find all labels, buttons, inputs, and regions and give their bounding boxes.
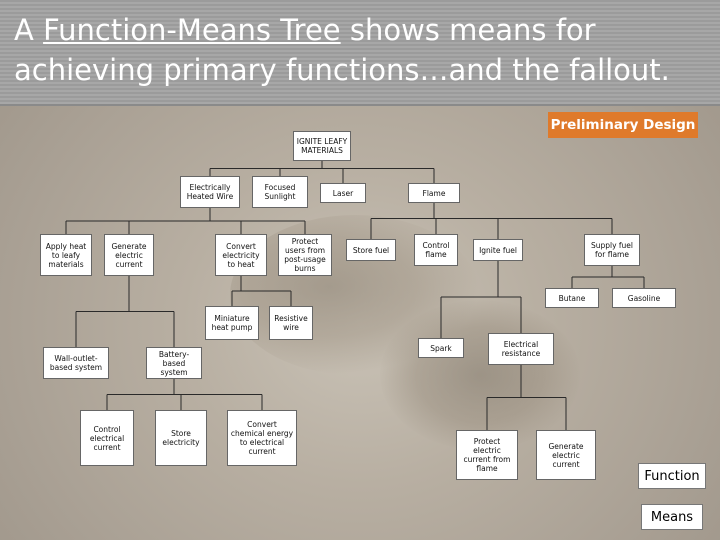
node-heated-wire: Electrically Heated Wire <box>180 176 240 208</box>
node-supply-fuel: Supply fuel for flame <box>584 234 640 266</box>
node-gasoline: Gasoline <box>612 288 676 308</box>
slide-title: A Function-Means Tree shows means for ac… <box>14 10 714 90</box>
title-suffix: shows means for achieving primary functi… <box>14 13 670 87</box>
node-heat-pump: Miniature heat pump <box>205 306 259 340</box>
node-root: IGNITE LEAFY MATERIALS <box>293 131 351 161</box>
node-ignite-fuel: Ignite fuel <box>473 239 523 261</box>
node-control-current: Control electrical current <box>80 410 134 466</box>
node-store-elec: Store electricity <box>155 410 207 466</box>
node-battery: Battery-based system <box>146 347 202 379</box>
node-wall-outlet: Wall-outlet-based system <box>43 347 109 379</box>
node-convert-heat: Convert electricity to heat <box>215 234 267 276</box>
legend-means: Means <box>641 504 703 530</box>
node-butane: Butane <box>545 288 599 308</box>
node-gen-current: Generate electric current <box>104 234 154 276</box>
node-protect-users: Protect users from post-usage burns <box>278 234 332 276</box>
node-sunlight: Focused Sunlight <box>252 176 308 208</box>
node-control-flame: Control flame <box>414 234 458 266</box>
title-underlined: Function-Means Tree <box>43 13 341 47</box>
node-generate-current: Generate electric current <box>536 430 596 480</box>
node-apply-heat: Apply heat to leafy materials <box>40 234 92 276</box>
node-store-fuel: Store fuel <box>346 239 396 261</box>
node-laser: Laser <box>320 183 366 203</box>
title-prefix: A <box>14 13 44 47</box>
title-band <box>0 0 720 106</box>
node-flame: Flame <box>408 183 460 203</box>
node-convert-chem: Convert chemical energy to electrical cu… <box>227 410 297 466</box>
node-protect-current: Protect electric current from flame <box>456 430 518 480</box>
background-gear-photo-2 <box>380 300 580 450</box>
legend-function: Function <box>638 463 706 489</box>
preliminary-design-badge: Preliminary Design <box>548 112 698 138</box>
node-elec-resistance: Electrical resistance <box>488 333 554 365</box>
node-resistive: Resistive wire <box>269 306 313 340</box>
node-spark: Spark <box>418 338 464 358</box>
